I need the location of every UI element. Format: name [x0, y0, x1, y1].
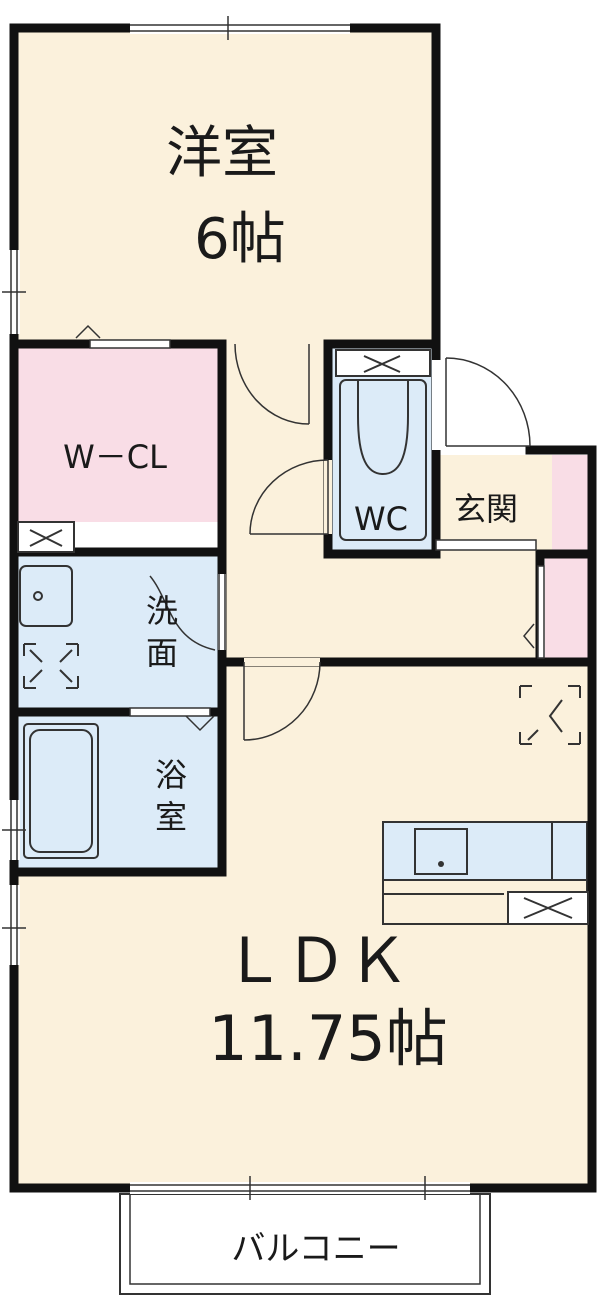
bath-name-2: 室 — [155, 798, 187, 836]
western-room-name: 洋室 — [166, 121, 278, 186]
western-room-floor — [14, 28, 436, 344]
washroom-name-2: 面 — [146, 634, 178, 672]
windows — [2, 16, 470, 1200]
kitchen-counter — [382, 821, 588, 881]
shoebox-upper — [552, 455, 592, 550]
vent-icons — [17, 349, 589, 925]
bathtub-icon — [23, 723, 99, 859]
wc-name: WC — [354, 500, 408, 538]
western-room-size: 6帖 — [194, 207, 286, 272]
bath-name-1: 浴 — [155, 756, 187, 794]
entrance-floor — [436, 455, 552, 550]
washbasin-icon — [19, 565, 73, 627]
fridge-space-icon — [519, 685, 581, 745]
ldk-size: 11.75帖 — [208, 1002, 448, 1075]
wc-floor — [332, 348, 436, 550]
wcl-floor — [14, 344, 222, 522]
ldk-name: ＬＤＫ — [223, 924, 409, 997]
toilet-icon — [339, 379, 427, 541]
doors — [75, 324, 545, 741]
balcony-outer — [119, 1193, 491, 1295]
washroom-floor-cover — [14, 552, 222, 712]
bath-floor-cover — [14, 712, 222, 872]
shoebox-lower — [545, 558, 592, 658]
entrance-name: 玄関 — [454, 490, 518, 528]
hall-floor — [222, 344, 332, 662]
washer-space-icon — [23, 643, 79, 689]
wcl-name: W－CL — [63, 438, 167, 476]
balcony-name: バルコニー — [231, 1229, 400, 1269]
washroom-name-1: 洗 — [146, 592, 178, 630]
hall-floor-right — [332, 550, 538, 662]
kitchen-sink-icon — [414, 828, 468, 875]
